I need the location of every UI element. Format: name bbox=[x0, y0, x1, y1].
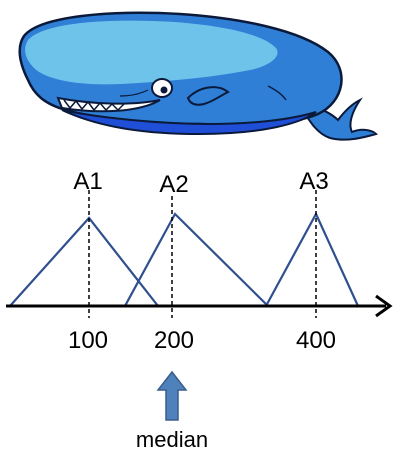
whale-pupil bbox=[160, 86, 168, 94]
triangle-a2 bbox=[124, 212, 269, 307]
tick-label-200: 200 bbox=[154, 327, 194, 354]
triangle-a3 bbox=[265, 211, 360, 307]
tick-label-100: 100 bbox=[68, 327, 108, 354]
whale-fin bbox=[186, 86, 230, 106]
median-label: median bbox=[136, 427, 208, 452]
membership-triangles bbox=[9, 211, 360, 307]
median-arrow-icon bbox=[156, 370, 188, 421]
whale-illustration bbox=[18, 11, 378, 141]
label-a2: A2 bbox=[159, 171, 188, 198]
whale-wrinkle bbox=[119, 89, 149, 97]
whale-highlight bbox=[25, 20, 278, 85]
triangle-a1 bbox=[9, 216, 159, 307]
peak-guides bbox=[88, 190, 317, 318]
label-a1: A1 bbox=[73, 168, 102, 195]
label-a3: A3 bbox=[299, 168, 328, 195]
axis-arrowhead bbox=[375, 294, 393, 318]
whale-wrinkle bbox=[267, 85, 287, 101]
tick-label-400: 400 bbox=[296, 327, 336, 354]
x-axis bbox=[6, 294, 393, 318]
whale-teeth bbox=[63, 99, 125, 112]
whale-belly bbox=[61, 109, 317, 136]
